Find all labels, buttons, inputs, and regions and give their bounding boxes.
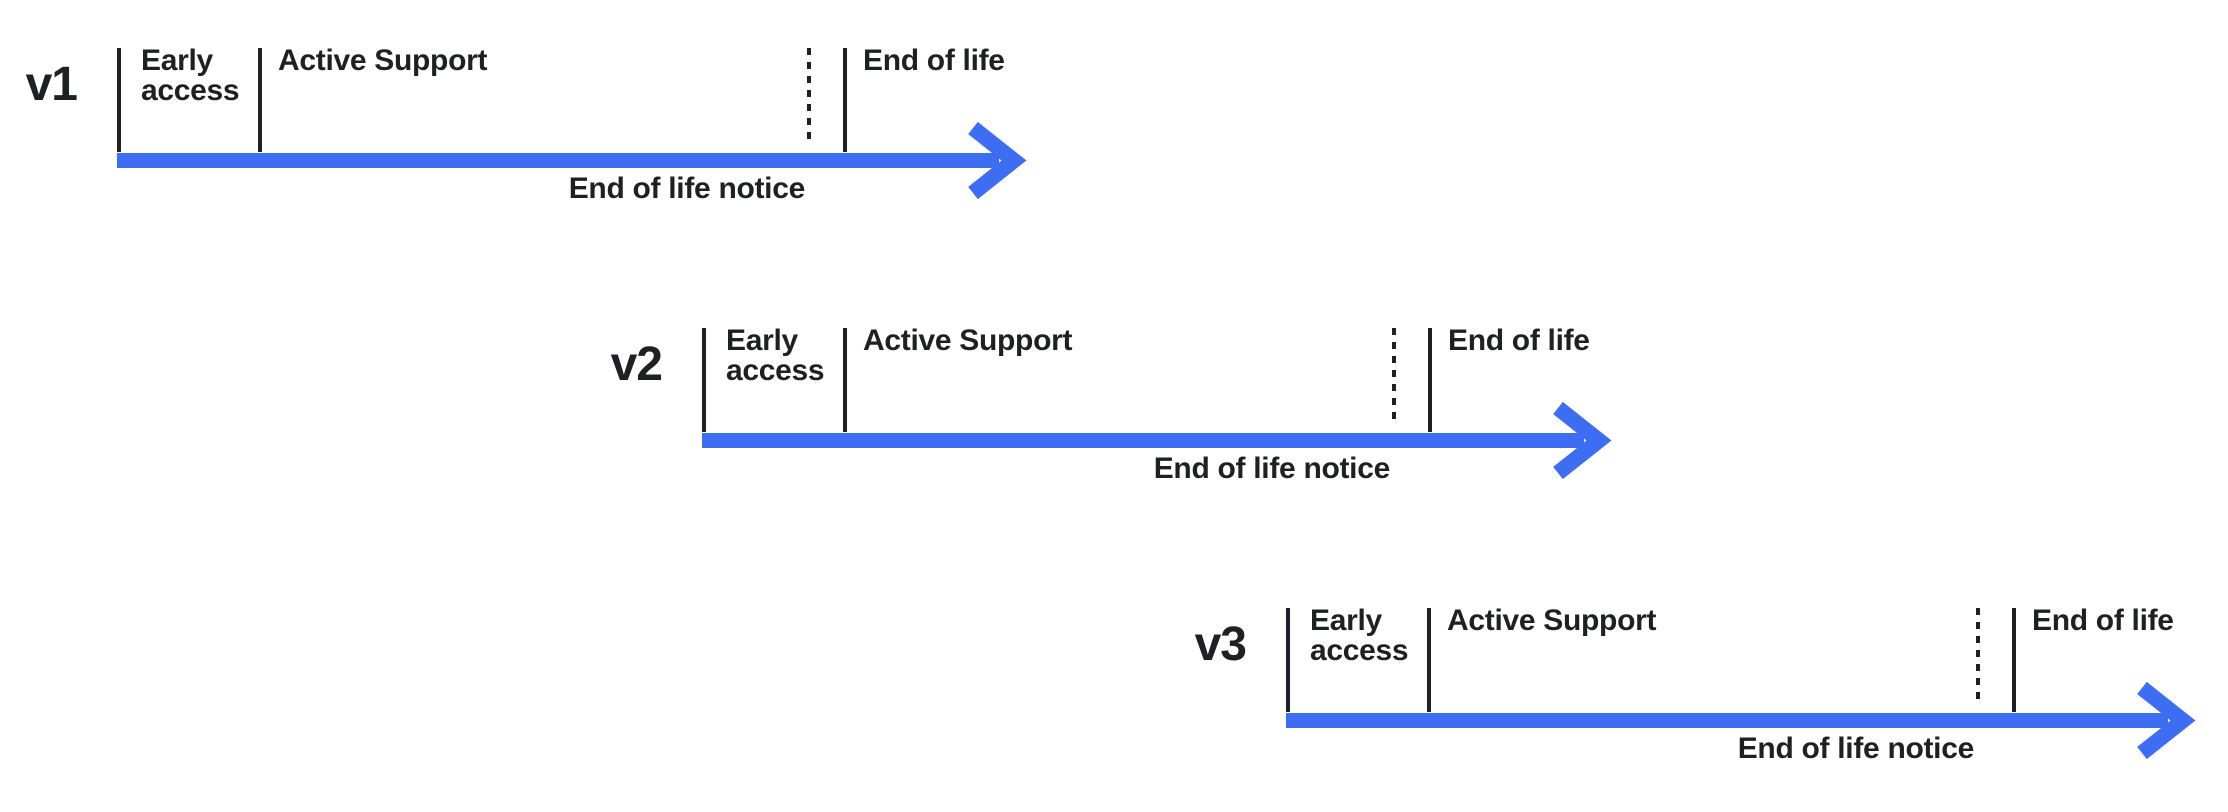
phase-divider-tick bbox=[258, 48, 262, 152]
early-access-label: Early access bbox=[1310, 604, 1409, 667]
eol-notice-label: End of life notice bbox=[1153, 452, 1391, 485]
version-label: v1 bbox=[25, 58, 78, 111]
timeline-arrow-icon bbox=[702, 401, 1612, 480]
end-of-life-tick bbox=[2012, 608, 2016, 712]
active-support-label: Active Support bbox=[1447, 604, 1657, 637]
end-of-life-label: End of life bbox=[863, 44, 1005, 77]
end-of-life-tick bbox=[1428, 328, 1432, 432]
early-access-label: Early access bbox=[726, 324, 825, 387]
timeline-arrow-icon bbox=[1286, 681, 2196, 760]
eol-notice-label: End of life notice bbox=[1737, 732, 1975, 765]
timeline-start-tick bbox=[1286, 608, 1290, 712]
eol-notice-dashed-line bbox=[807, 48, 811, 146]
timeline-start-tick bbox=[702, 328, 706, 432]
active-support-label: Active Support bbox=[863, 324, 1073, 357]
end-of-life-tick bbox=[843, 48, 847, 152]
phase-divider-tick bbox=[1427, 608, 1431, 712]
version-label: v2 bbox=[610, 338, 663, 391]
eol-notice-dashed-line bbox=[1392, 328, 1396, 426]
eol-notice-label: End of life notice bbox=[568, 172, 806, 205]
end-of-life-label: End of life bbox=[2032, 604, 2174, 637]
timeline-start-tick bbox=[117, 48, 121, 152]
timeline-v1: v1 Early access Active Support End of li… bbox=[26, 44, 1027, 223]
eol-notice-dashed-line bbox=[1976, 608, 1980, 706]
phase-divider-tick bbox=[843, 328, 847, 432]
timeline-v2: v2 Early access Active Support End of li… bbox=[611, 324, 1612, 503]
active-support-label: Active Support bbox=[278, 44, 488, 77]
early-access-label: Early access bbox=[141, 44, 240, 107]
timeline-arrow-icon bbox=[117, 121, 1027, 200]
version-label: v3 bbox=[1194, 618, 1247, 671]
end-of-life-label: End of life bbox=[1448, 324, 1590, 357]
timeline-v3: v3 Early access Active Support End of li… bbox=[1195, 604, 2196, 783]
